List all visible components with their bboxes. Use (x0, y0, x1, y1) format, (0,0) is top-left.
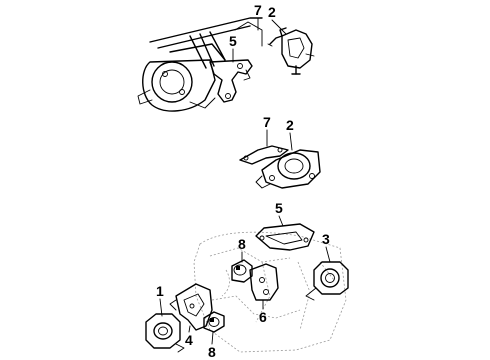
engine-bottom-view (193, 231, 347, 353)
callout-5-top: 5 (229, 33, 237, 63)
callout-8-upper: 8 (238, 236, 246, 263)
callout-7-middle: 7 (263, 114, 271, 147)
callout-6: 6 (259, 299, 267, 325)
callout-4: 4 (185, 325, 193, 348)
svg-text:2: 2 (286, 117, 294, 133)
svg-text:7: 7 (254, 2, 262, 18)
mount-1 (145, 313, 185, 353)
mount-2-top (281, 29, 315, 75)
callout-1: 1 (156, 283, 164, 317)
callout-2-middle: 2 (286, 117, 294, 151)
svg-text:2: 2 (268, 4, 276, 20)
svg-text:7: 7 (263, 114, 271, 130)
bracket-4 (169, 283, 213, 331)
svg-text:6: 6 (259, 309, 267, 325)
svg-text:8: 8 (238, 236, 246, 252)
bushing-8-upper (231, 259, 253, 283)
svg-text:4: 4 (185, 332, 193, 348)
callout-5-bottom: 5 (275, 200, 284, 227)
callout-3: 3 (322, 231, 331, 263)
bracket-7-middle (239, 145, 289, 165)
engine-top-view (137, 17, 263, 112)
svg-text:5: 5 (229, 33, 237, 49)
bracket-7-top (267, 27, 287, 47)
callout-2-top: 2 (268, 4, 287, 35)
bracket-6 (249, 263, 279, 301)
callout-7-top: 7 (254, 2, 262, 31)
svg-text:1: 1 (156, 283, 164, 299)
svg-text:3: 3 (322, 231, 330, 247)
callout-8-lower: 8 (208, 331, 216, 360)
mount-bracket-5-top (209, 59, 253, 103)
mount-3 (305, 261, 349, 301)
svg-text:8: 8 (208, 344, 216, 360)
bushing-8-lower (203, 311, 225, 333)
svg-text:5: 5 (275, 200, 283, 216)
mount-bracket-5-bottom (255, 223, 315, 251)
mount-2-middle (255, 149, 321, 189)
